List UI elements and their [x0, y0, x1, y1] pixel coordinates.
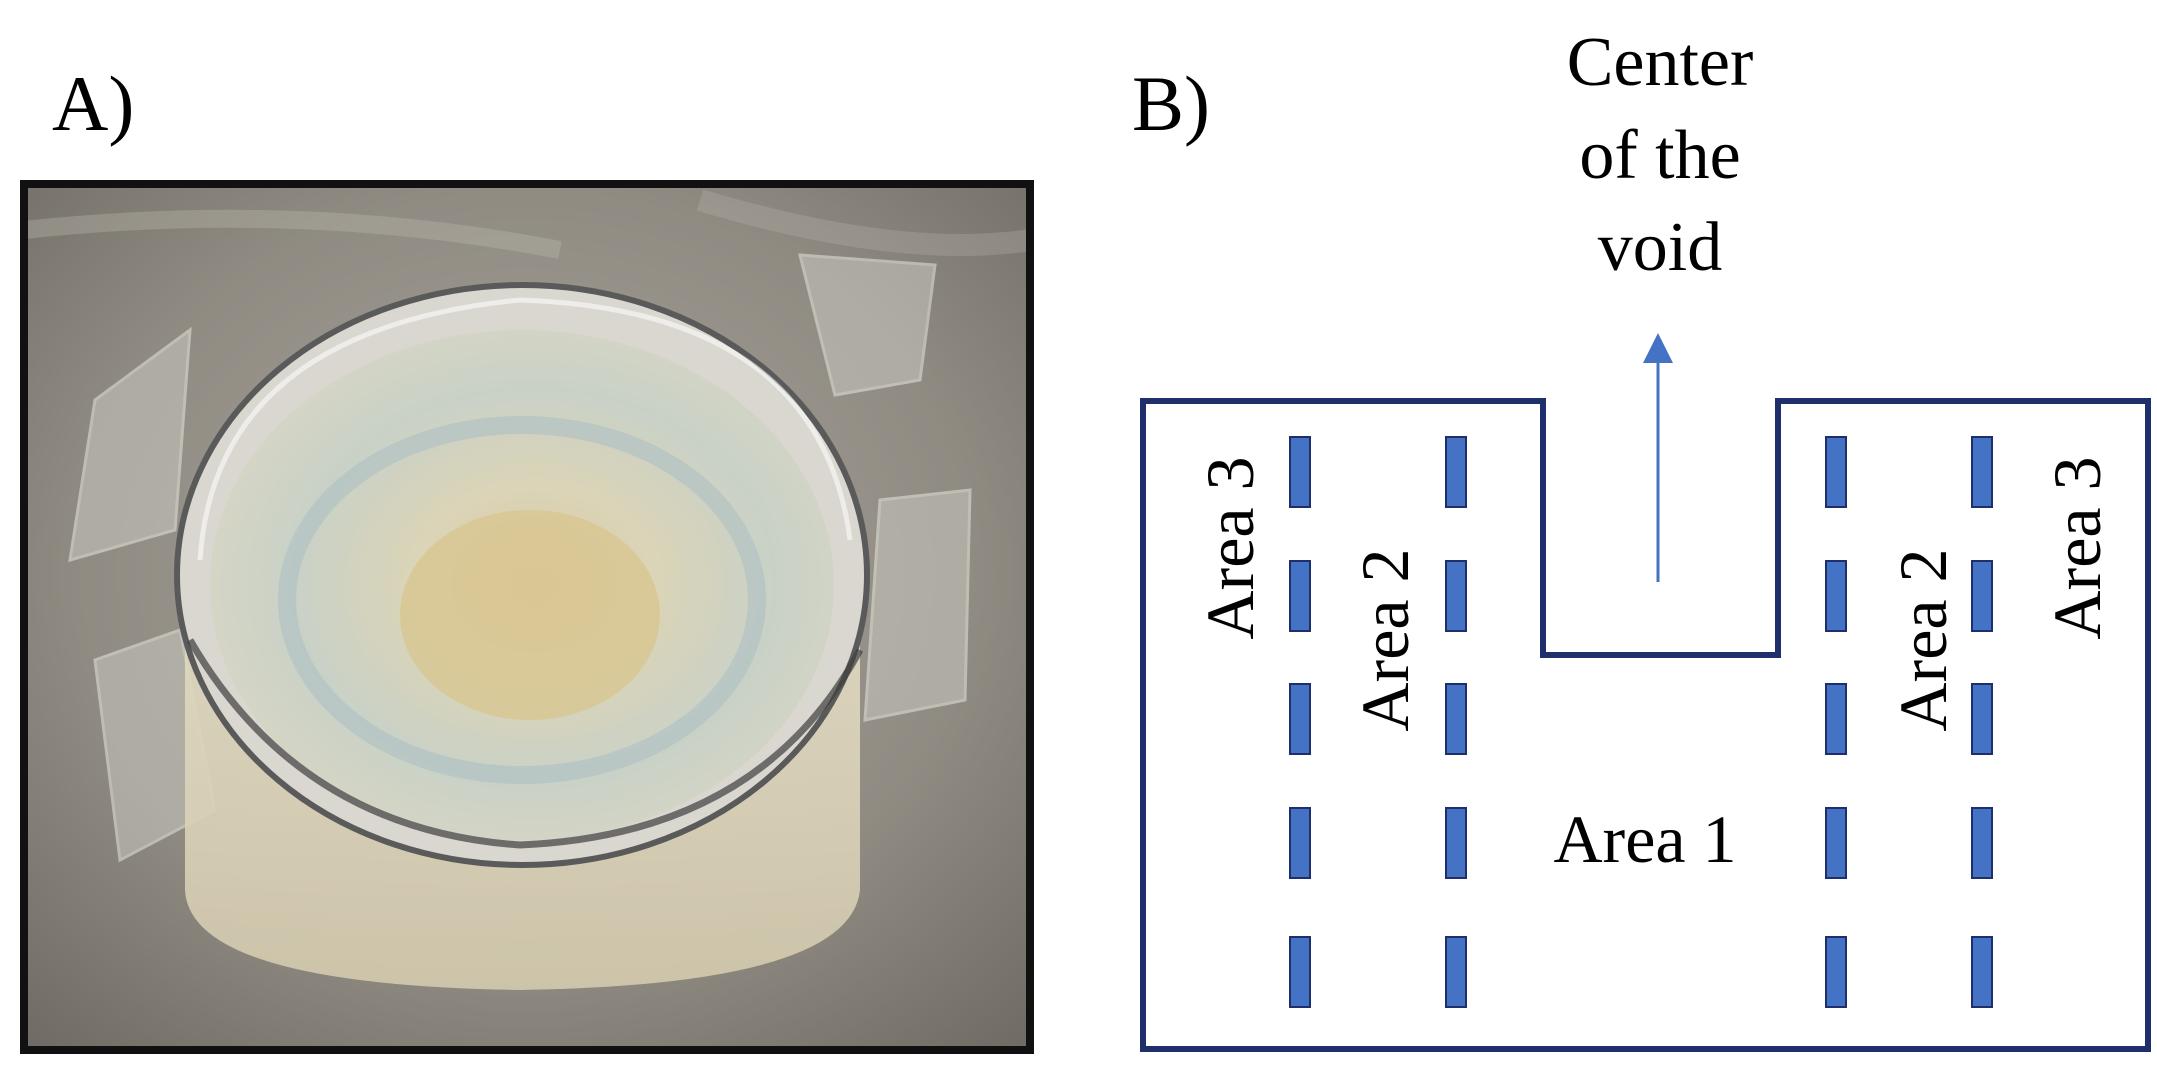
dish-tab-left-upper [68, 326, 192, 563]
dish-tab-right-lower [863, 488, 972, 722]
photo-frame [20, 180, 1034, 1054]
measurement-dash [1971, 436, 1993, 508]
measurement-dash [1289, 683, 1311, 755]
measurement-dash [1445, 936, 1467, 1008]
void-label-line-2: of the [1579, 117, 1740, 194]
measurement-dash [1971, 560, 1993, 632]
panel-b-label: B) [1132, 60, 1210, 147]
measurement-dash [1825, 683, 1847, 755]
measurement-dash [1289, 436, 1311, 508]
measurement-dash [1971, 936, 1993, 1008]
void-label: Center of the void [1567, 24, 1754, 286]
dish-tab-right-upper [798, 253, 937, 397]
specimen-outline [1140, 398, 2151, 1052]
measurement-dash [1445, 560, 1467, 632]
measurement-dash [1289, 560, 1311, 632]
measurement-dash [1445, 683, 1467, 755]
measurement-dash [1289, 936, 1311, 1008]
measurement-dash [1289, 807, 1311, 879]
panel-a-label: A) [52, 60, 134, 147]
dish-center-spot [400, 510, 660, 720]
measurement-dash [1971, 683, 1993, 755]
measurement-dash [1445, 807, 1467, 879]
petri-dish-photo [20, 180, 1034, 1054]
area-2-right-label: Area 2 [1885, 548, 1961, 731]
area-3-left-label: Area 3 [1192, 456, 1268, 639]
measurement-dash [1825, 936, 1847, 1008]
measurement-dash [1445, 436, 1467, 508]
measurement-dash [1971, 807, 1993, 879]
area-1-label: Area 1 [1553, 801, 1736, 877]
void-label-line-1: Center [1567, 24, 1754, 101]
measurement-dash [1825, 436, 1847, 508]
measurement-dashes [1289, 436, 1993, 1008]
area-2-left-label: Area 2 [1347, 548, 1423, 731]
measurement-dash [1825, 560, 1847, 632]
measurement-dash [1825, 807, 1847, 879]
area-3-right-label: Area 3 [2039, 456, 2115, 639]
void-label-line-3: void [1598, 209, 1722, 286]
